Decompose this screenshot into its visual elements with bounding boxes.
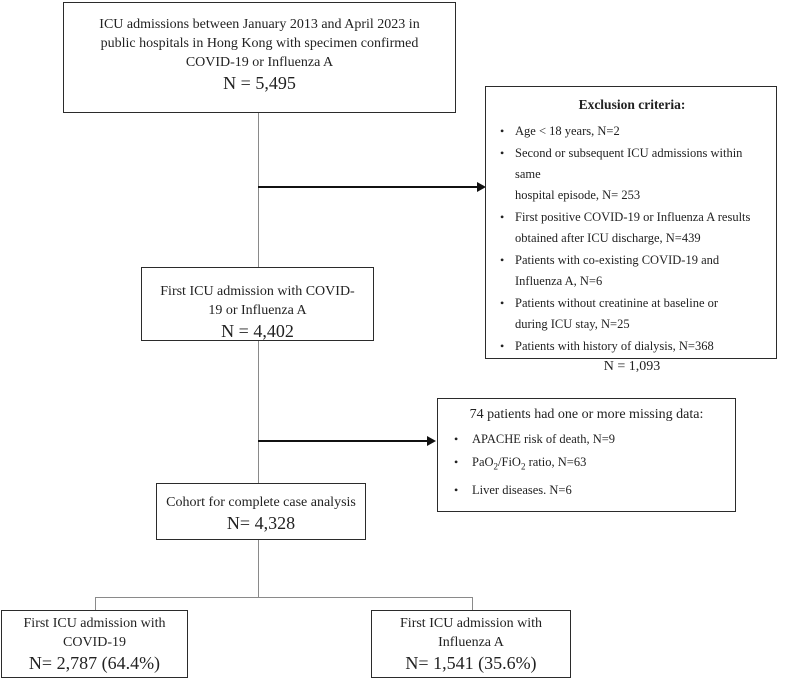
first-icu-line1: First ICU admission with COVID- [160, 284, 355, 299]
exclusion-arrow-head [477, 182, 486, 192]
split-left-drop [95, 597, 96, 610]
influenza-a-line1: First ICU admission with [400, 616, 542, 631]
first-icu-count: N = 4,402 [221, 321, 294, 341]
missing-arrow-line [258, 440, 428, 442]
covid19-count: N= 2,787 (64.4%) [28, 653, 161, 673]
cohort-line1: Cohort for complete case analysis [166, 495, 356, 510]
exclusion-item: Patients with co-existing COVID-19 andIn… [498, 250, 766, 292]
exclusion-criteria-title: Exclusion criteria: [578, 97, 686, 112]
icu-admissions-line3: COVID-19 or Influenza A [185, 55, 334, 70]
missing-item-apache: APACHE risk of death, N=9 [444, 428, 729, 451]
main-flow-line-1 [258, 113, 259, 267]
split-horizontal-line [95, 597, 473, 598]
cohort-count: N= 4,328 [226, 513, 296, 533]
split-right-drop [472, 597, 473, 610]
missing-arrow-head [427, 436, 436, 446]
main-flow-line-2 [258, 341, 259, 483]
first-icu-admission-box: First ICU admission with COVID- 19 or In… [141, 267, 374, 341]
missing-item-liver: Liver diseases. N=6 [444, 479, 729, 502]
covid19-box: First ICU admission with COVID-19 N= 2,7… [1, 610, 188, 678]
exclusion-item: Patients with history of dialysis, N=368 [498, 336, 766, 357]
exclusion-item: Second or subsequent ICU admissions with… [498, 143, 766, 206]
missing-data-title: 74 patients had one or more missing data… [469, 407, 704, 422]
missing-data-box: 74 patients had one or more missing data… [437, 398, 736, 512]
first-icu-line2: 19 or Influenza A [208, 303, 307, 318]
exclusion-arrow-line [258, 186, 478, 188]
exclusion-criteria-box: Exclusion criteria: Age < 18 years, N=2 … [485, 86, 777, 374]
exclusion-item: Patients without creatinine at baseline … [498, 293, 766, 335]
icu-admissions-line1: ICU admissions between January 2013 and … [99, 17, 420, 32]
covid19-line1: First ICU admission with [23, 616, 166, 631]
cohort-box: Cohort for complete case analysis N= 4,3… [156, 483, 366, 540]
icu-admissions-count: N = 5,495 [223, 73, 296, 93]
exclusion-item: Age < 18 years, N=2 [498, 121, 766, 142]
icu-admissions-box: ICU admissions between January 2013 and … [63, 2, 456, 113]
missing-item-pao2-fio2: PaO2/FiO2 ratio, N=63 [444, 451, 729, 479]
exclusion-item: First positive COVID-19 or Influenza A r… [498, 207, 766, 249]
exclusion-total: N = 1,093 [603, 359, 661, 374]
icu-admissions-line2: public hospitals in Hong Kong with speci… [100, 36, 419, 51]
covid19-line2: COVID-19 [63, 635, 126, 650]
influenza-a-line2: Influenza A [438, 635, 504, 650]
main-flow-line-3 [258, 540, 259, 598]
influenza-a-count: N= 1,541 (35.6%) [405, 653, 537, 673]
influenza-a-box: First ICU admission with Influenza A N= … [371, 610, 571, 678]
